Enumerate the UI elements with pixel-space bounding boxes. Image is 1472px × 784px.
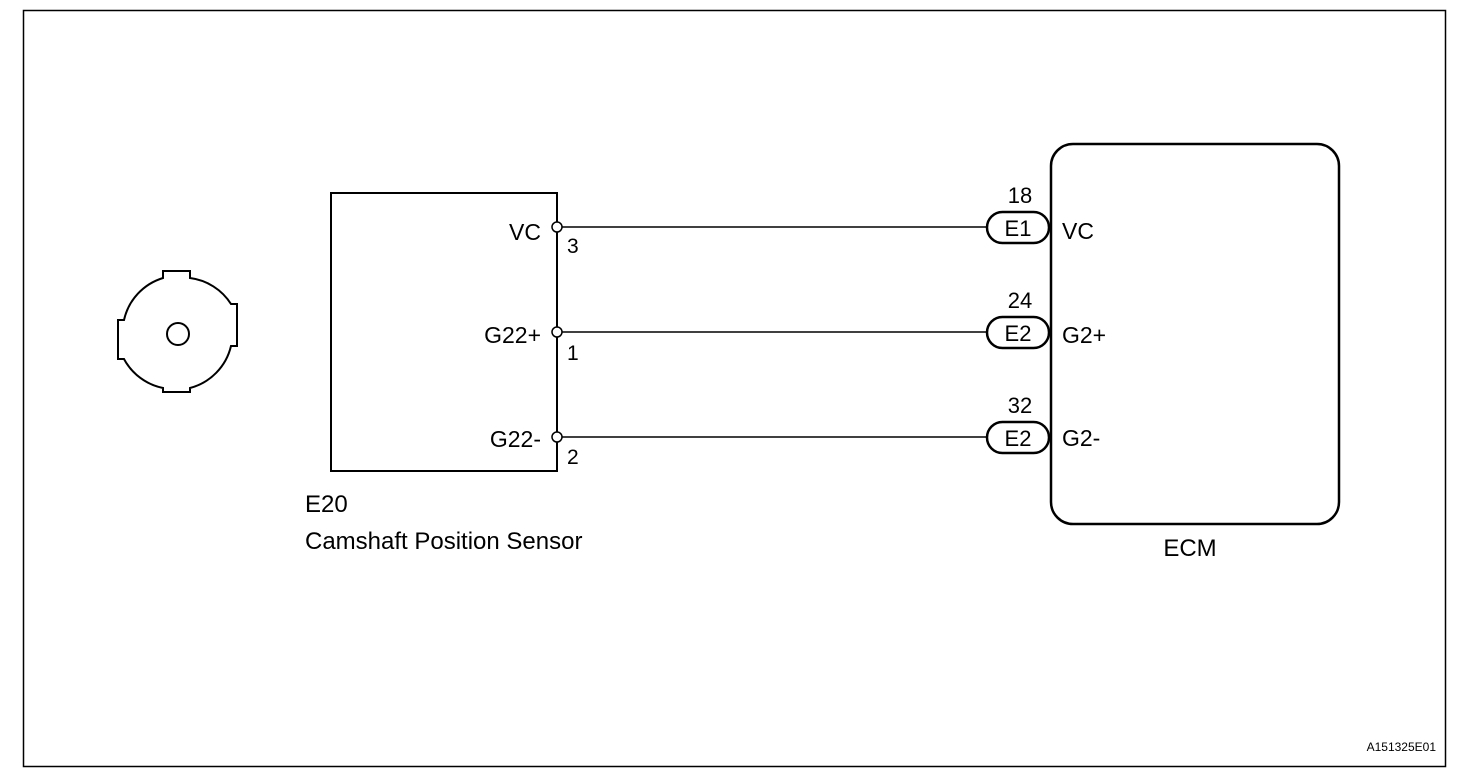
sensor-name: Camshaft Position Sensor	[305, 528, 582, 555]
terminal-circle-g22-plus	[551, 326, 563, 338]
ecm-signal-label: G2-	[1062, 425, 1100, 451]
sensor-rotor-icon	[117, 270, 238, 393]
ecm-connector-e2	[985, 315, 1051, 350]
ecm-pin-number: 18	[1008, 183, 1032, 208]
ecm-connector-e2	[985, 420, 1051, 455]
sensor-code: E20	[305, 491, 348, 518]
ecm-pin-number: 32	[1008, 393, 1032, 418]
ecm-connector-label: E2	[1005, 426, 1032, 451]
sensor-pin-number: 3	[567, 235, 579, 258]
figure-id: A151325E01	[1367, 740, 1437, 754]
sensor-pin-number: 2	[567, 446, 579, 469]
outer-frame	[22, 9, 1447, 768]
terminal-circle-vc	[551, 221, 563, 233]
ecm-connector-label: E2	[1005, 321, 1032, 346]
ecm-connector-e1	[985, 210, 1051, 245]
sensor-box	[330, 192, 558, 472]
terminal-circle-g22-minus	[551, 431, 563, 443]
ecm-box	[1049, 142, 1341, 526]
ecm-signal-label: VC	[1062, 218, 1094, 244]
ecm-connector-label: E1	[1005, 216, 1032, 241]
sensor-pin-signal: VC	[509, 219, 541, 245]
ecm-pin-number: 24	[1008, 288, 1032, 313]
ecm-signal-label: G2+	[1062, 322, 1106, 348]
sensor-pin-signal: G22+	[484, 322, 541, 348]
ecm-name: ECM	[1163, 535, 1216, 562]
sensor-pin-number: 1	[567, 342, 579, 365]
sensor-pin-signal: G22-	[490, 426, 541, 452]
